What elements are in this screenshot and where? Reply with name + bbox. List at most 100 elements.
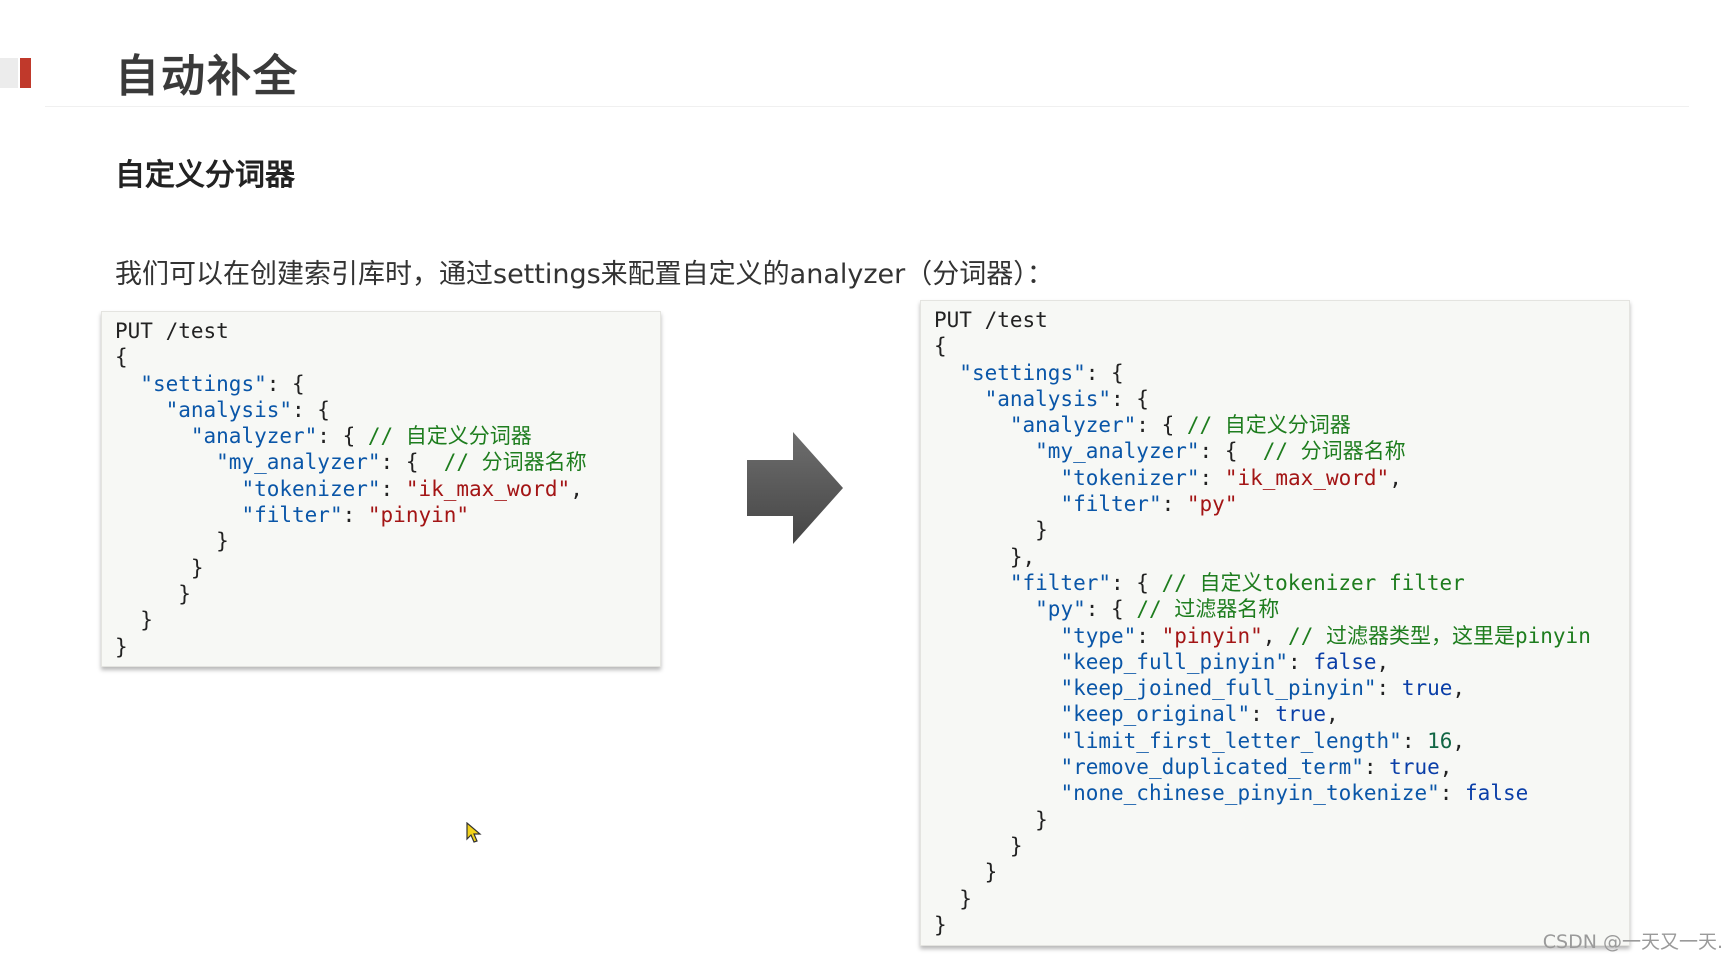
title-accent-red xyxy=(20,58,31,88)
section-subtitle: 自定义分词器 xyxy=(115,158,295,193)
code-line: } xyxy=(115,607,660,633)
code-token: PUT /test xyxy=(934,308,1048,332)
code-token xyxy=(934,413,1010,437)
code-block-after: PUT /test{ "settings": { "analysis": { "… xyxy=(920,300,1630,946)
code-token: : xyxy=(380,476,406,501)
code-token xyxy=(934,387,985,411)
code-line: "my_analyzer": { // 分词器名称 xyxy=(115,449,660,475)
code-token: "tokenizer" xyxy=(241,476,381,501)
code-line: "limit_first_letter_length": 16, xyxy=(934,728,1629,754)
code-token: "py" xyxy=(1186,492,1238,517)
code-token: : xyxy=(1199,465,1225,490)
code-token xyxy=(934,702,1060,726)
code-token: "ik_max_word" xyxy=(1224,465,1390,490)
code-line: } xyxy=(934,886,1629,912)
code-token: // 过滤器名称 xyxy=(1136,597,1280,622)
code-token: "filter" xyxy=(241,503,343,528)
code-token xyxy=(115,398,166,422)
code-token xyxy=(934,676,1060,700)
code-token: : xyxy=(1250,702,1276,727)
code-token: : { xyxy=(1199,439,1263,464)
code-token: true xyxy=(1275,702,1326,727)
code-token: , xyxy=(1325,702,1339,727)
code-line: "analyzer": { // 自定义分词器 xyxy=(934,412,1629,438)
code-token: } xyxy=(934,912,947,937)
code-line: } xyxy=(934,807,1629,833)
code-token: , xyxy=(1452,728,1466,753)
code-token: } xyxy=(934,860,998,885)
code-token: : { xyxy=(317,424,368,449)
code-token: "my_analyzer" xyxy=(216,450,381,475)
code-token: , xyxy=(1376,649,1390,674)
code-line: }, xyxy=(934,544,1629,570)
code-token: "remove_duplicated_term" xyxy=(1060,755,1364,780)
code-token: : { xyxy=(380,450,444,475)
code-token: "none_chinese_pinyin_tokenize" xyxy=(1060,781,1440,806)
code-token: // 过滤器类型，这里是pinyin xyxy=(1288,623,1591,648)
code-token: "keep_full_pinyin" xyxy=(1060,649,1289,674)
mouse-pointer-icon xyxy=(466,822,482,843)
code-token: } xyxy=(934,886,972,911)
code-line: "filter": "pinyin" xyxy=(115,502,660,528)
code-token: : xyxy=(1288,649,1314,674)
code-token: "analysis" xyxy=(165,397,293,422)
code-token: "keep_original" xyxy=(1060,702,1251,727)
code-token: , xyxy=(1389,465,1402,490)
code-token: } xyxy=(115,529,229,554)
code-token: true xyxy=(1389,755,1440,780)
code-token: : { xyxy=(1111,386,1149,411)
code-token: false xyxy=(1313,649,1377,674)
code-line: "analysis": { xyxy=(115,397,660,423)
code-token: PUT /test xyxy=(115,319,229,343)
code-line: { xyxy=(115,344,660,370)
code-token xyxy=(934,781,1060,805)
code-token: "py" xyxy=(1035,597,1086,622)
code-token: } xyxy=(115,555,204,580)
code-line: } xyxy=(934,859,1629,885)
code-token xyxy=(934,597,1035,621)
code-line: "py": { // 过滤器名称 xyxy=(934,596,1629,622)
code-token xyxy=(934,361,959,385)
code-token: , xyxy=(1452,676,1466,701)
code-token: true xyxy=(1401,676,1453,701)
code-token: { xyxy=(934,334,947,359)
code-line: "remove_duplicated_term": true, xyxy=(934,754,1629,780)
code-token: "ik_max_word" xyxy=(405,476,571,501)
code-token: false xyxy=(1465,781,1529,806)
code-token xyxy=(115,372,140,396)
code-line: "settings": { xyxy=(934,360,1629,386)
code-token: , xyxy=(1439,755,1453,780)
code-line: "analysis": { xyxy=(934,386,1629,412)
code-token: : xyxy=(1376,676,1402,701)
code-token: }, xyxy=(934,544,1036,569)
code-line: } xyxy=(934,912,1629,938)
code-token: : { xyxy=(1136,413,1187,438)
code-token: // 自定义tokenizer filter xyxy=(1161,570,1465,595)
code-token: // 自定义分词器 xyxy=(367,424,532,449)
title-divider xyxy=(45,106,1689,107)
code-block-before: PUT /test{ "settings": { "analysis": { "… xyxy=(101,311,661,667)
code-line: } xyxy=(115,555,660,581)
code-line: { xyxy=(934,333,1629,359)
right-arrow-icon xyxy=(747,432,843,544)
code-token: 16 xyxy=(1427,728,1453,753)
code-token xyxy=(934,571,1010,595)
code-token: "tokenizer" xyxy=(1060,465,1200,490)
code-token: "keep_joined_full_pinyin" xyxy=(1060,676,1377,701)
code-token: "my_analyzer" xyxy=(1035,439,1200,464)
code-line: "keep_original": true, xyxy=(934,701,1629,727)
code-token: } xyxy=(934,807,1048,832)
code-token: : { xyxy=(1085,360,1124,385)
code-token: } xyxy=(934,518,1048,543)
code-token: : xyxy=(342,503,368,528)
code-token: : { xyxy=(292,397,330,422)
code-token xyxy=(115,477,241,501)
code-token: // 自定义分词器 xyxy=(1186,413,1351,438)
code-token: , xyxy=(1262,623,1289,648)
code-token xyxy=(934,624,1060,648)
code-line: PUT /test xyxy=(115,318,660,344)
code-token xyxy=(934,466,1060,490)
code-line: "keep_full_pinyin": false, xyxy=(934,649,1629,675)
watermark: CSDN @一天又一天. xyxy=(1542,931,1723,953)
